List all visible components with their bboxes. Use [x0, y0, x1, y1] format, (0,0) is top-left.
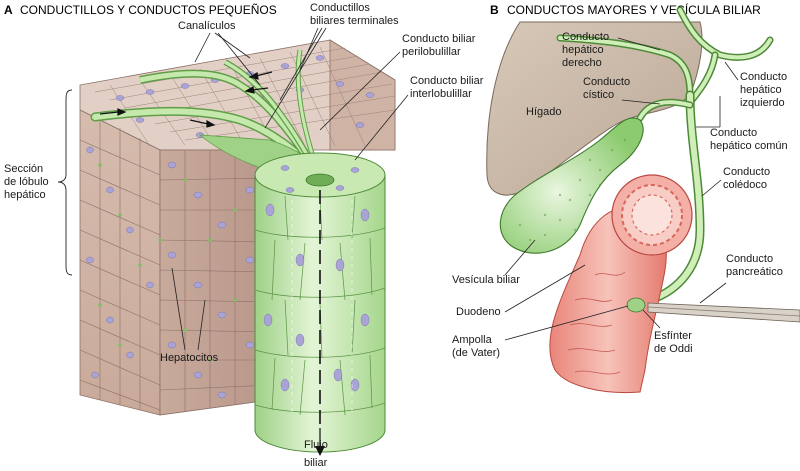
- panel-a-letter: A: [4, 3, 13, 17]
- duodenum: [549, 174, 693, 394]
- label-cistico-line2: cístico: [583, 89, 614, 101]
- liver-block-right-face: [329, 39, 396, 151]
- pancreatic-duct: [647, 302, 800, 323]
- panel-a: A CONDUCTILLOS Y CONDUCTOS PEQUEÑOS: [4, 2, 484, 469]
- label-flujo-line1: Flujo: [304, 439, 328, 451]
- panel-a-title: CONDUCTILLOS Y CONDUCTOS PEQUEÑOS: [20, 3, 277, 17]
- label-hep-izq-line1: Conducto: [740, 71, 787, 83]
- label-cistico-line1: Conducto: [583, 76, 630, 88]
- label-perilobulillar-line2: perilobulillar: [402, 46, 461, 58]
- panel-b-letter: B: [490, 3, 499, 17]
- label-duodeno: Duodeno: [456, 306, 501, 318]
- label-esfinter-line2: de Oddi: [654, 343, 693, 355]
- label-canaliculos: Canalículos: [178, 20, 236, 32]
- label-hep-comun-line2: hepático común: [710, 140, 788, 152]
- panel-b: B CONDUCTOS MAYORES Y VESÍCULA BILIAR: [452, 2, 800, 394]
- label-conductillos-line2: biliares terminales: [310, 15, 399, 27]
- label-pancreatico-line1: Conducto: [726, 253, 773, 265]
- panel-b-title: CONDUCTOS MAYORES Y VESÍCULA BILIAR: [507, 2, 761, 17]
- interlobular-duct-cylinder: [254, 152, 386, 456]
- label-seccion-line2: de lóbulo: [4, 176, 49, 188]
- label-interlobulillar-line1: Conducto biliar: [410, 75, 484, 87]
- label-interlobulillar-line2: interlobulillar: [410, 88, 472, 100]
- canaliculi-dots: [98, 163, 237, 362]
- label-vesicula: Vesícula biliar: [452, 274, 520, 286]
- hepatocyte-grid-front: [79, 118, 271, 412]
- gallbladder: [499, 117, 644, 254]
- label-ampolla-line1: Ampolla: [452, 334, 493, 346]
- bile-flow-arrowhead: [315, 446, 325, 456]
- label-hep-izq-line2: hepático: [740, 84, 782, 96]
- label-esfinter-line1: Esfínter: [654, 330, 692, 342]
- label-ampolla-line2: (de Vater): [452, 347, 500, 359]
- label-perilobulillar-line1: Conducto biliar: [402, 33, 476, 45]
- label-coledoco-line1: Conducto: [723, 166, 770, 178]
- label-hep-der-line2: hepático: [562, 44, 604, 56]
- label-conductillos-line1: Conductillos: [310, 2, 370, 14]
- label-flujo-line2: biliar: [304, 457, 328, 469]
- label-pancreatico-line2: pancreático: [726, 266, 783, 278]
- ampulla-of-vater: [626, 297, 646, 313]
- label-higado: Hígado: [526, 106, 561, 118]
- hepatic-ducts: [556, 6, 774, 305]
- label-hep-izq-line3: izquierdo: [740, 97, 785, 109]
- hepatocyte-nuclei-front: [86, 146, 255, 399]
- gallbladder-mucosa-dots: [518, 138, 627, 242]
- label-hep-der-line3: derecho: [562, 57, 602, 69]
- lobule-section-brace: [57, 89, 73, 276]
- label-hep-comun-line1: Conducto: [710, 127, 757, 139]
- label-seccion-line3: hepático: [4, 189, 46, 201]
- label-hepatocitos: Hepatocitos: [160, 352, 219, 364]
- label-coledoco-line2: colédoco: [723, 179, 767, 191]
- label-seccion-line1: Sección: [4, 163, 43, 175]
- label-hep-der-line1: Conducto: [562, 31, 609, 43]
